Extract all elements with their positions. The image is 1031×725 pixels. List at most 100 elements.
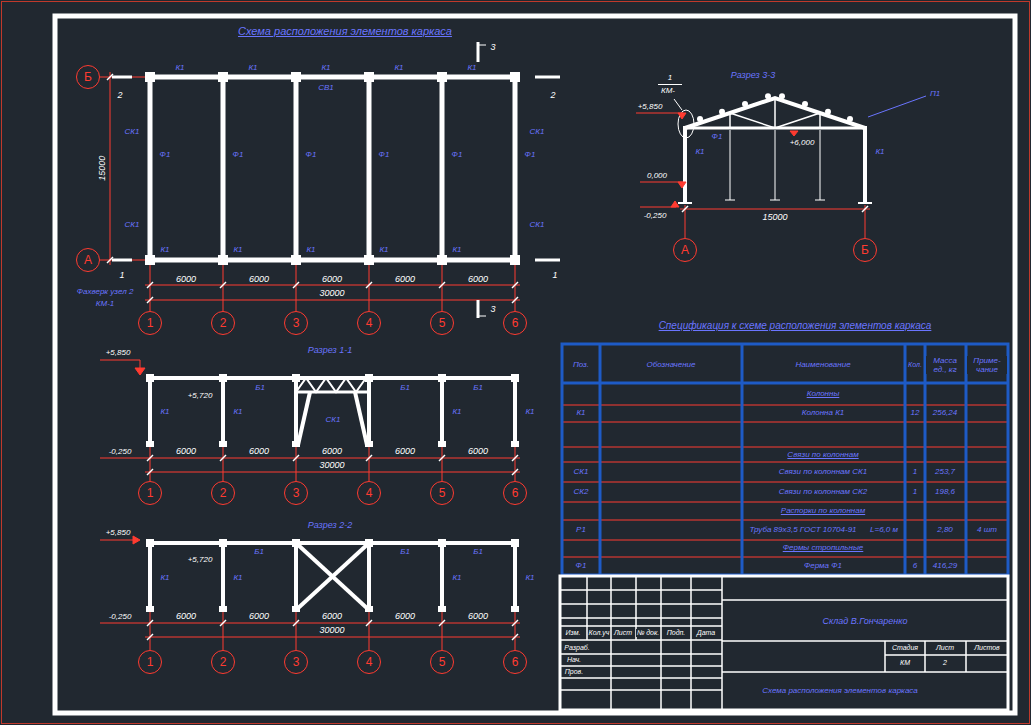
axis-letter: А	[84, 254, 92, 266]
drawing-title: Схема расположения элементов каркаса	[237, 25, 453, 38]
label-text: К1	[393, 63, 404, 72]
axis-bubble: 2	[211, 311, 235, 335]
axis-letter: А	[681, 244, 689, 256]
label-text: СК1	[529, 127, 546, 136]
axis-bubble: Б	[853, 238, 877, 262]
axis-bubble: 3	[284, 650, 308, 674]
label-text: +5,720	[187, 391, 214, 400]
label-text: К1	[159, 245, 170, 254]
label-text: Лист	[613, 629, 633, 637]
label-text: 6000	[248, 274, 270, 284]
label-text: Связи по колоннам СК2	[778, 487, 868, 496]
label-text: Ф1	[451, 150, 464, 159]
label-text: 198,6	[934, 487, 956, 496]
label-text: Разрез 2-2	[307, 520, 354, 530]
axis-letter: 6	[512, 487, 519, 499]
section-2-2-nodes	[146, 539, 519, 612]
section-3-3-dims	[636, 113, 870, 238]
spec-table	[562, 344, 1008, 575]
section-1-1-nodes	[146, 374, 519, 447]
axis-bubble: 4	[357, 311, 381, 335]
label-text: 6000	[467, 446, 489, 456]
axis-letter: 4	[366, 317, 373, 329]
dimension-ticks	[147, 455, 518, 475]
label-text: КМ	[899, 659, 911, 667]
label-text: Б1	[399, 547, 411, 556]
label-text: Связи по колоннам СК1	[778, 467, 868, 476]
axis-letter: 2	[220, 656, 227, 668]
label-text: Б1	[254, 383, 266, 392]
label-text: 15000	[761, 212, 788, 222]
label-text: 1	[912, 487, 918, 496]
label-text: К1	[247, 63, 258, 72]
label-text: Связи по колоннам	[786, 450, 859, 459]
label-text: Листов	[973, 644, 1001, 652]
label-text: Нач.	[566, 656, 582, 664]
label-text: 0,000	[646, 171, 668, 180]
label-text: 253,7	[934, 467, 956, 476]
label-text: К1	[451, 245, 462, 254]
label-text: СК2	[573, 487, 590, 496]
purlins	[697, 93, 853, 122]
label-text: № док.	[636, 629, 661, 637]
label-text: +5,850	[105, 348, 132, 357]
label-text: 6000	[248, 446, 270, 456]
drawing-border	[55, 16, 1015, 713]
label-text: К1	[451, 573, 462, 582]
dimension-ticks	[107, 74, 518, 303]
label-text: СК1	[529, 220, 546, 229]
label-text: СК1	[124, 127, 141, 136]
label-text: L=6,0 м	[869, 525, 899, 534]
label-text: К1	[524, 573, 535, 582]
label-text: 4 шт	[976, 525, 998, 534]
label-text: 6000	[394, 446, 416, 456]
label-text: К1	[524, 407, 535, 416]
label-text: К1	[305, 245, 316, 254]
label-text: 6000	[248, 611, 270, 621]
label-text: 3	[489, 304, 496, 314]
label-text: Разраб.	[563, 644, 590, 652]
axis-letter: Б	[861, 244, 869, 256]
label-text: 30000	[318, 460, 345, 470]
axis-letter: 1	[147, 487, 154, 499]
label-text: 256,24	[932, 408, 958, 417]
label-text: Наименование	[794, 360, 851, 369]
axis-letter: 2	[220, 487, 227, 499]
label-text: 6000	[321, 274, 343, 284]
label-text: 1	[551, 270, 558, 280]
axis-letter: Б	[84, 71, 92, 83]
axis-bubble: А	[673, 238, 697, 262]
label-text: Ф1	[232, 150, 245, 159]
axis-letter: 3	[293, 317, 300, 329]
axis-bubble: 6	[503, 481, 527, 505]
label-text: -0,250	[643, 211, 668, 220]
axis-bubble: 4	[357, 650, 381, 674]
label-text: Дата	[696, 629, 716, 637]
axis-letter: 6	[512, 317, 519, 329]
axis-letter: 3	[293, 656, 300, 668]
axis-letter: 5	[439, 317, 446, 329]
label-text: К1	[874, 147, 885, 156]
label-text: Спецификация к схеме расположения элемен…	[658, 320, 933, 332]
label-text: Схема расположения элементов каркаса	[761, 686, 919, 695]
axis-bubble: 5	[430, 650, 454, 674]
label-text: К1	[575, 408, 586, 417]
axis-bubble: 5	[430, 481, 454, 505]
leader-line	[868, 96, 926, 117]
label-text: Ф1	[575, 561, 588, 570]
axis-letter: 3	[293, 487, 300, 499]
label-text: 6000	[175, 446, 197, 456]
label-text: 2	[942, 659, 948, 667]
label-text: Б1	[472, 383, 484, 392]
axis-bubble: 1	[138, 481, 162, 505]
label-text: 1	[118, 270, 125, 280]
label-text: 6000	[175, 611, 197, 621]
axis-letter: 4	[366, 487, 373, 499]
label-text: Пров.	[564, 668, 584, 676]
label-text: 2	[549, 90, 556, 100]
label-text: Кол.	[907, 361, 923, 369]
label-text: 416,29	[932, 561, 958, 570]
label-text: +5,850	[637, 102, 664, 111]
label-text: Подп.	[666, 629, 687, 637]
